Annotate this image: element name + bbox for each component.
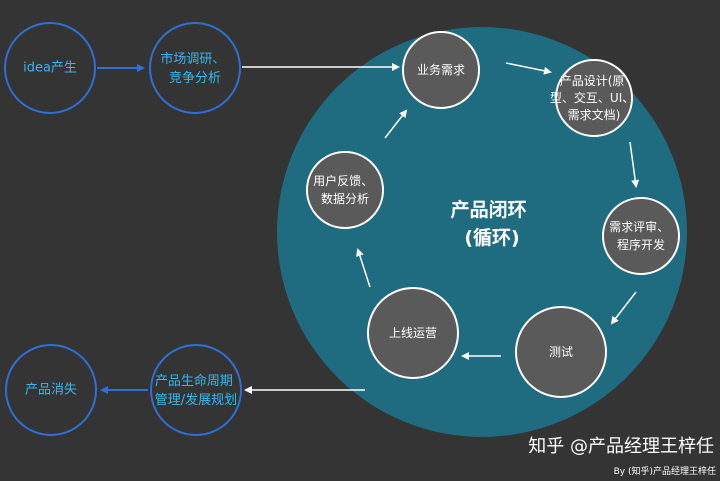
loop-node-design-label: 产品设计(原 型、交互、UI、 需求文档): [550, 74, 638, 122]
research-label: 市场调研、 竞争分析: [160, 51, 229, 86]
lifecycle-node: [150, 344, 242, 436]
loop-title-line-2: (循环): [464, 226, 519, 249]
lifecycle-label: 产品生命周期 管理/发展规划: [155, 373, 237, 408]
loop-node-requirements-label: 业务需求: [417, 62, 465, 77]
end-label: 产品消失: [25, 383, 77, 398]
research-label-line-2: 竞争分析: [169, 70, 221, 86]
loop-node-testing: [515, 306, 607, 398]
operations-to-feedback-arrow: [356, 248, 371, 288]
loop-node-design: [555, 59, 633, 137]
idea-node: [4, 22, 96, 114]
loop-node-design-line-1: 产品设计(原: [560, 74, 625, 88]
loop-node-feedback: [306, 151, 384, 229]
watermark-sub: By (知乎)产品经理王梓任: [614, 465, 716, 477]
loop-node-operations-label: 上线运营: [389, 326, 437, 340]
loop-node-requirements: [402, 31, 480, 109]
requirements-to-design-arrow: [505, 62, 552, 75]
loop-title-line-1: 产品闭环: [451, 198, 527, 221]
loop-node-design-line-2: 型、交互、UI、: [550, 90, 634, 105]
lifecycle-label-line-1: 产品生命周期: [155, 373, 233, 389]
loop-node-review: [602, 197, 680, 275]
research-label-line-1: 市场调研、: [160, 51, 225, 67]
watermark-main: 知乎 @产品经理王梓任: [528, 436, 714, 457]
design-to-review-arrow: [629, 141, 640, 188]
loop-node-feedback-label: 用户反馈、 数据分析: [313, 173, 377, 206]
loop-node-review-label: 需求评审、 程序开发: [609, 219, 673, 252]
lifecycle-label-line-2: 管理/发展规划: [155, 392, 237, 408]
research-node: [149, 22, 241, 114]
feedback-to-requirements-arrow: [384, 109, 408, 139]
loop-node-operations: [367, 287, 459, 379]
loop-title: 产品闭环 (循环): [451, 198, 534, 249]
idea-label: idea产生: [23, 61, 77, 76]
loop-node-review-line-1: 需求评审、: [609, 219, 669, 234]
end-node: [5, 344, 97, 436]
review-to-testing-arrow: [610, 291, 637, 325]
loop-node-feedback-line-2: 数据分析: [321, 191, 369, 206]
loop-node-review-line-2: 程序开发: [617, 237, 665, 252]
loop-node-feedback-line-1: 用户反馈、: [313, 173, 373, 188]
loop-node-design-line-3: 需求文档): [568, 107, 621, 122]
loop-node-testing-label: 测试: [549, 344, 573, 359]
